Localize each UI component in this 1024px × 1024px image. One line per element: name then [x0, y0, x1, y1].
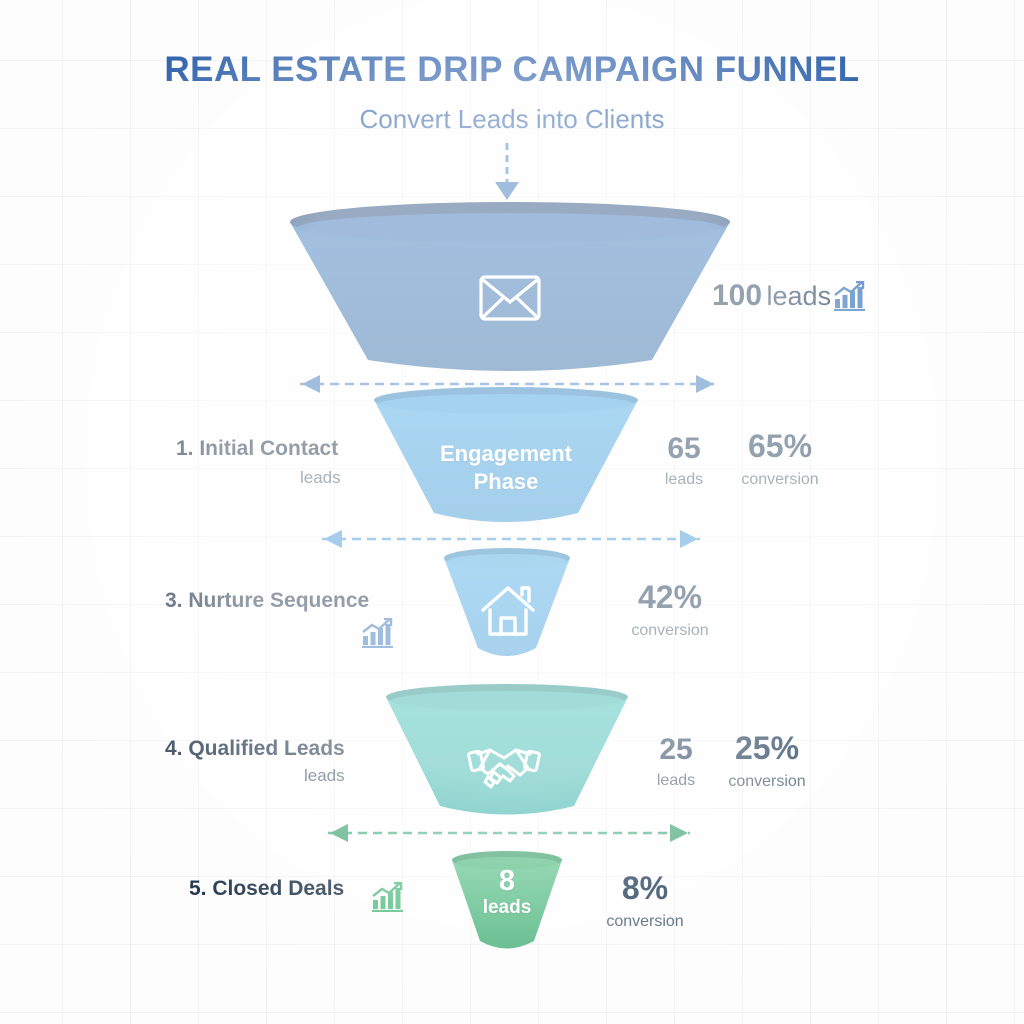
stage-2-conversion-metric: 65% conversion	[714, 430, 846, 489]
stage-2-conversion-value: 65%	[747, 428, 813, 464]
funnel-stage-1-shape	[290, 202, 730, 371]
stage-sublabel-qualified-leads: leads	[304, 766, 345, 785]
connector-stage-4-to-5	[328, 824, 690, 842]
stage-4-conversion-value: 25%	[734, 730, 800, 766]
stage-5-conversion-value: 8%	[621, 870, 669, 906]
chart-growth-icon	[362, 618, 393, 648]
stage-1-leads-value: 100	[712, 279, 763, 312]
stage-4-conversion-caption: conversion	[728, 773, 806, 790]
stage-5-conversion-caption: conversion	[606, 913, 684, 930]
stage-5-conversion-metric: 8% conversion	[580, 872, 710, 931]
stage-5-inside-caption: leads	[482, 896, 532, 918]
funnel-stage-4-shape	[386, 684, 628, 815]
stage-3-conversion-value: 42%	[637, 579, 703, 615]
connector-stage-2-to-3	[322, 530, 700, 548]
stage-label-initial-contact: 1. Initial Contact	[176, 437, 339, 460]
stage-label-qualified-leads: 4. Qualified Leads	[165, 737, 345, 760]
connector-top-arrow	[495, 143, 519, 200]
stage-label-closed-deals: 5. Closed Deals	[189, 877, 345, 900]
stage-5-inside-label: 8 leads	[457, 865, 557, 919]
stage-2-inside-line2: Phase	[473, 468, 539, 494]
stage-4-conversion-metric: 25% conversion	[702, 732, 832, 791]
stage-3-conversion-caption: conversion	[631, 622, 709, 639]
stage-sublabel-initial-contact: leads	[300, 468, 341, 487]
stage-3-conversion-metric: 42% conversion	[604, 581, 736, 640]
page-title: REAL ESTATE DRIP CAMPAIGN FUNNEL	[164, 50, 860, 89]
chart-growth-icon	[834, 281, 865, 311]
stage-2-inside-line1: Engagement	[439, 441, 573, 466]
page-subtitle: Convert Leads into Clients	[359, 104, 665, 134]
stage-label-nurture-sequence: 3. Nurture Sequence	[165, 589, 370, 612]
stage-2-inside-label: Engagement Phase	[406, 440, 606, 495]
chart-growth-icon	[372, 882, 403, 912]
stage-1-leads-caption: leads	[766, 281, 832, 311]
stage-2-conversion-caption: conversion	[741, 471, 819, 488]
funnel-stage-3-shape	[444, 548, 570, 656]
stage-5-inside-value: 8	[498, 865, 516, 897]
stage-1-leads-group: 100 leads	[712, 281, 831, 311]
